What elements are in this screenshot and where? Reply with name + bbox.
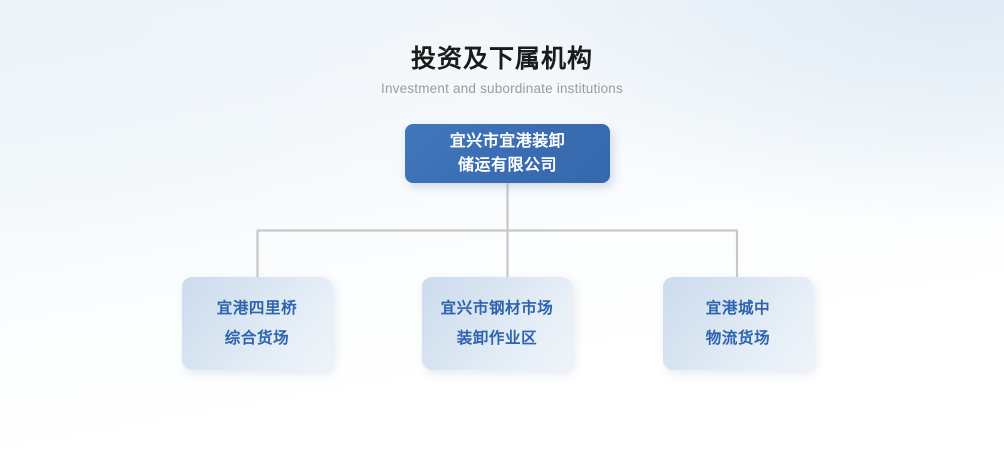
org-node-child-1[interactable]: 宜港四里桥 综合货场: [182, 277, 332, 370]
org-node-root[interactable]: 宜兴市宜港装卸 储运有限公司: [405, 124, 610, 183]
page-title: 投资及下属机构: [410, 45, 593, 73]
org-node-root-line2: 储运有限公司: [457, 156, 557, 174]
org-node-child-3[interactable]: 宜港城中 物流货场: [663, 277, 813, 370]
org-node-child-2-line1: 宜兴市钢材市场: [440, 299, 554, 317]
org-node-root-line1: 宜兴市宜港装卸: [449, 132, 566, 150]
org-node-child-2[interactable]: 宜兴市钢材市场 装卸作业区: [422, 277, 572, 370]
org-node-child-1-line2: 综合货场: [224, 329, 290, 347]
org-node-child-1-line1: 宜港四里桥: [216, 299, 298, 317]
org-node-child-3-line2: 物流货场: [705, 329, 771, 347]
org-node-child-3-line1: 宜港城中: [705, 299, 771, 317]
page-header: 投资及下属机构 Investment and subordinate insti…: [0, 44, 1004, 97]
page-subtitle: Investment and subordinate institutions: [381, 81, 623, 96]
org-node-child-2-line2: 装卸作业区: [456, 329, 538, 347]
